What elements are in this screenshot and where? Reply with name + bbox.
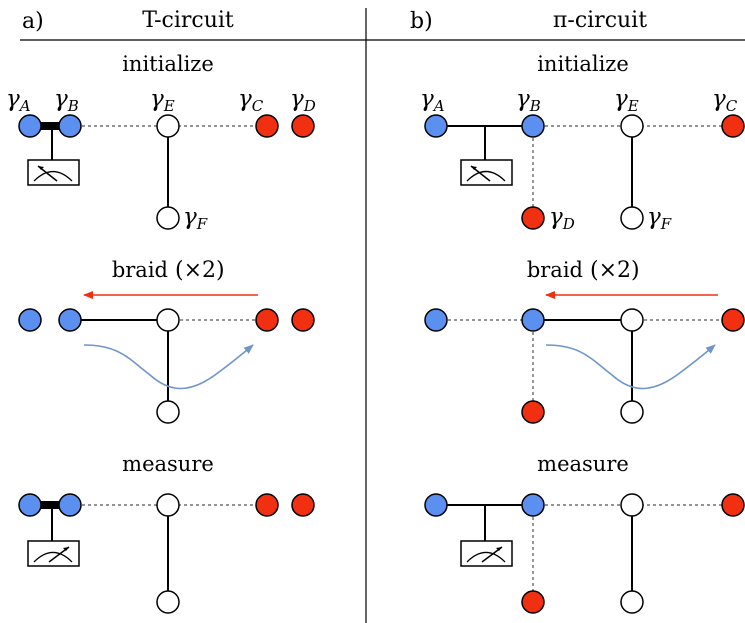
panel-a-initialize-label: initialize — [122, 52, 214, 76]
exchange-path-curve — [545, 344, 716, 390]
mode-f-dot — [620, 590, 644, 614]
svg-text:braid: braid — [527, 258, 583, 282]
mode-label-d: γD — [290, 86, 316, 115]
mode-label-f: γF — [183, 204, 208, 233]
mode-c-dot — [721, 308, 745, 332]
panel-b-initialize-label: initialize — [537, 52, 629, 76]
mode-f-dot — [620, 206, 644, 230]
mode-a-dot — [18, 493, 42, 517]
coupling-bar — [30, 122, 70, 130]
mode-c-dot — [721, 114, 745, 138]
panel-a-measure-label: measure — [122, 452, 214, 476]
meter-icon — [27, 540, 80, 567]
mode-label-c: γC — [238, 86, 264, 115]
panel-b-measure-label: measure — [537, 452, 629, 476]
mode-a-dot — [424, 308, 448, 332]
mode-f-dot — [156, 590, 180, 614]
mode-label-a: γA — [6, 86, 31, 115]
mode-label-a: γA — [420, 86, 445, 115]
mode-f-dot — [156, 206, 180, 230]
mode-e-dot — [156, 493, 180, 517]
mode-label-c: γC — [712, 86, 738, 115]
mode-f-dot — [156, 400, 180, 424]
panel-a: a) T-circuit initialize γA γB γE γC γD γ… — [6, 8, 316, 614]
mode-d-dot — [291, 308, 315, 332]
mode-d-dot — [291, 114, 315, 138]
mode-label-d: γD — [549, 204, 575, 233]
mode-b-dot — [521, 493, 545, 517]
mode-b-dot — [58, 493, 82, 517]
mode-label-f: γF — [647, 204, 672, 233]
mode-e-dot — [156, 308, 180, 332]
panel-a-braid-label: braid (×2) — [112, 258, 225, 283]
mode-b-dot — [58, 114, 82, 138]
mode-e-dot — [620, 493, 644, 517]
meter-icon — [460, 540, 513, 567]
meter-icon — [460, 159, 513, 186]
panel-b: b) π-circuit initialize γA γB γE γC γD γ… — [410, 8, 745, 614]
mode-f-dot — [620, 400, 644, 424]
mode-c-dot — [255, 114, 279, 138]
mode-b-dot — [521, 308, 545, 332]
panel-b-braid-label: braid (×2) — [527, 258, 640, 283]
panel-b-letter: b) — [410, 9, 433, 34]
mode-b-dot — [521, 114, 545, 138]
mode-a-dot — [18, 308, 42, 332]
panel-a-mode-labels: γA γB γE γC γD γF — [6, 86, 316, 233]
mode-d-dot — [521, 590, 545, 614]
mode-label-e: γE — [150, 86, 175, 115]
mode-d-dot — [521, 206, 545, 230]
mode-e-dot — [156, 114, 180, 138]
panel-a-title: T-circuit — [142, 8, 234, 33]
mode-d-dot — [291, 493, 315, 517]
mode-label-b: γB — [516, 86, 541, 115]
panel-b-mode-labels: γA γB γE γC γD γF — [420, 86, 738, 233]
mode-b-dot — [58, 308, 82, 332]
mode-c-dot — [721, 493, 745, 517]
mode-c-dot — [255, 308, 279, 332]
mode-a-dot — [424, 493, 448, 517]
meter-icon — [27, 159, 80, 186]
svg-text:braid: braid — [112, 258, 168, 282]
coupling-bar — [30, 501, 70, 509]
exchange-path-curve — [83, 344, 254, 390]
mode-d-dot — [521, 400, 545, 424]
mode-a-dot — [18, 114, 42, 138]
mode-c-dot — [255, 493, 279, 517]
svg-text:(×2): (×2) — [175, 258, 225, 283]
svg-text:(×2): (×2) — [590, 258, 640, 283]
mode-label-b: γB — [54, 86, 79, 115]
mode-e-dot — [620, 114, 644, 138]
panel-a-letter: a) — [22, 9, 44, 34]
mode-label-e: γE — [614, 86, 639, 115]
mode-a-dot — [424, 114, 448, 138]
panel-b-title: π-circuit — [553, 8, 647, 33]
mode-e-dot — [620, 308, 644, 332]
